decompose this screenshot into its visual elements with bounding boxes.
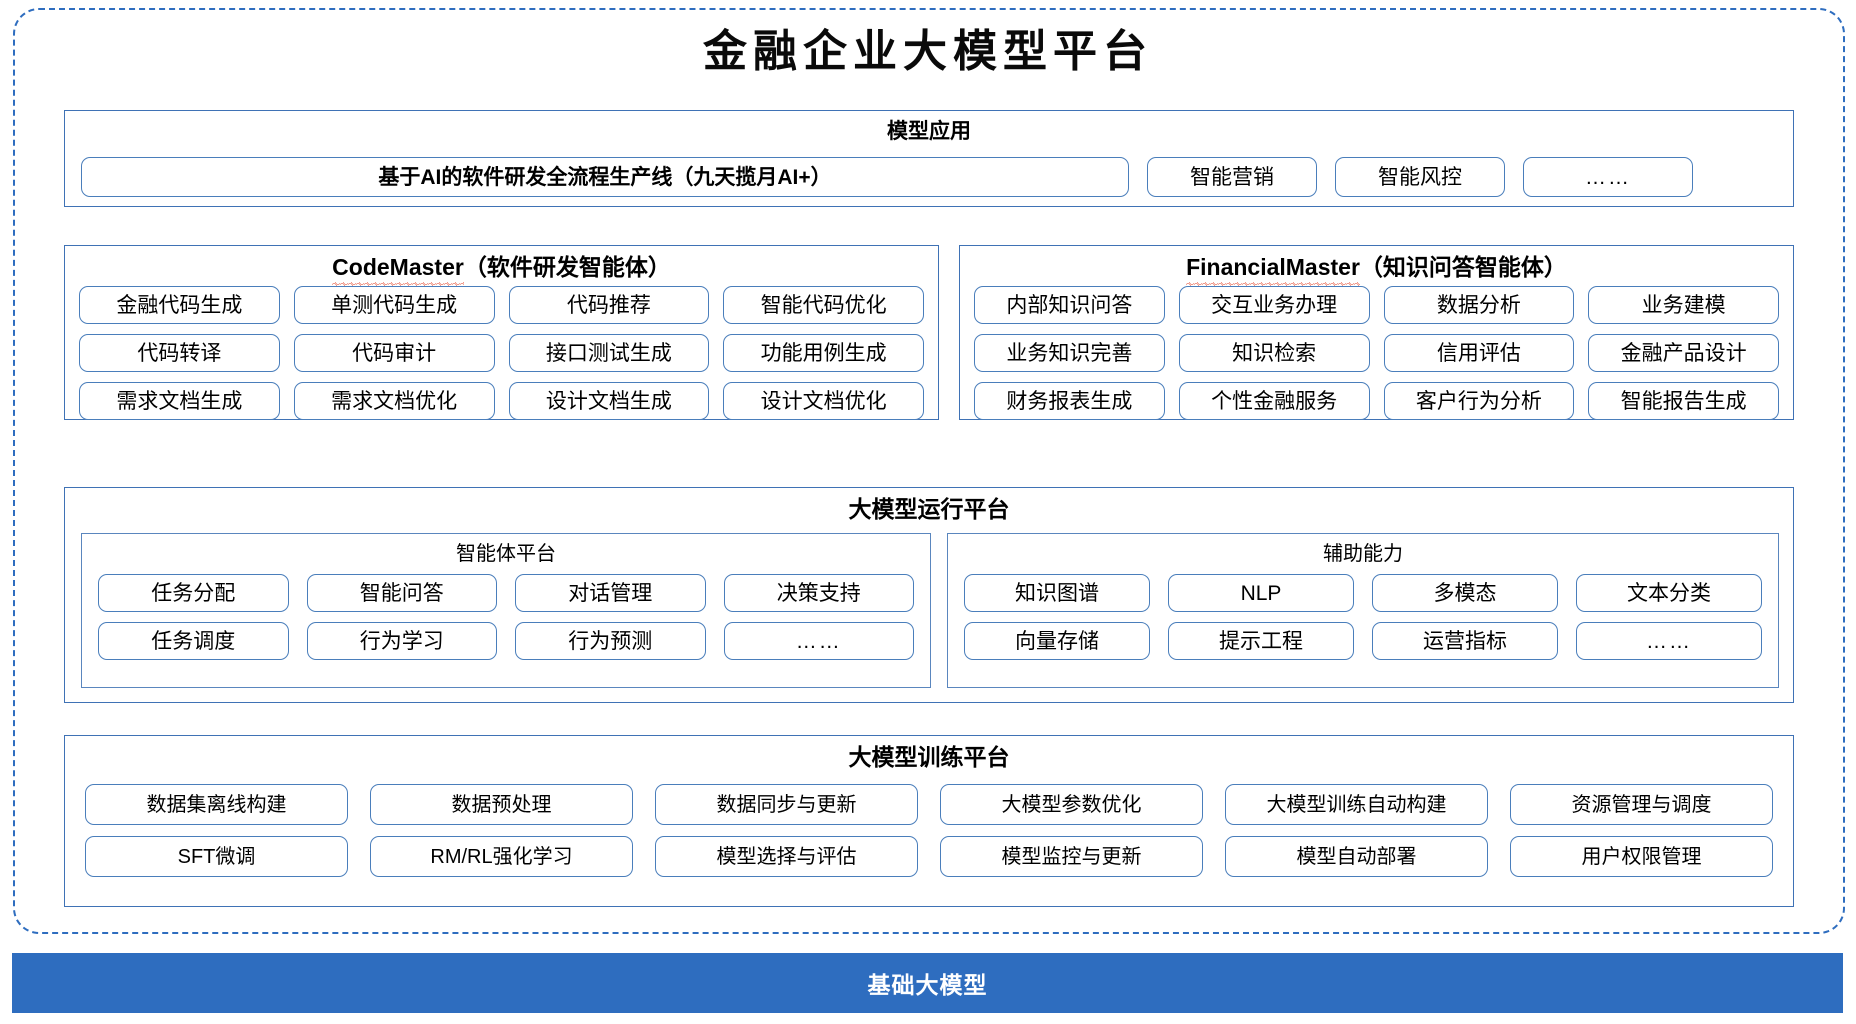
section-title-code-master: CodeMaster（软件研发智能体） (65, 254, 938, 286)
agent-item-2[interactable]: 智能问答 (306, 574, 497, 612)
section-model-application: 模型应用 基于AI的软件研发全流程生产线（九天揽月AI+） 智能营销 智能风控 … (64, 110, 1794, 207)
aux-item-3[interactable]: 多模态 (1372, 574, 1558, 612)
training-platform-items: 数据集离线构建 数据预处理 数据同步与更新 大模型参数优化 大模型训练自动构建 … (85, 784, 1773, 877)
fin-item-9[interactable]: 财务报表生成 (974, 382, 1165, 420)
financial-master-items: 内部知识问答 交互业务办理 数据分析 业务建模 业务知识完善 知识检索 信用评估… (974, 286, 1779, 420)
fin-item-1[interactable]: 内部知识问答 (974, 286, 1165, 324)
train-item-7[interactable]: SFT微调 (85, 836, 348, 877)
fin-item-3[interactable]: 数据分析 (1383, 286, 1575, 324)
app-item-smart-risk-control[interactable]: 智能风控 (1335, 157, 1505, 197)
fin-item-7[interactable]: 信用评估 (1383, 334, 1575, 372)
fin-item-5[interactable]: 业务知识完善 (974, 334, 1165, 372)
train-item-2[interactable]: 数据预处理 (370, 784, 633, 825)
financial-master-suffix: （知识问答智能体） (1359, 254, 1567, 280)
base-model-label: 基础大模型 (867, 972, 988, 998)
agent-item-4[interactable]: 决策支持 (723, 574, 914, 612)
financial-master-name: FinancialMaster (1186, 254, 1360, 286)
section-code-master: CodeMaster（软件研发智能体） 金融代码生成 单测代码生成 代码推荐 智… (64, 245, 939, 420)
section-title-runtime-platform: 大模型运行平台 (848, 496, 1010, 522)
section-title-financial-master: FinancialMaster（知识问答智能体） (960, 254, 1793, 286)
model-application-items: 基于AI的软件研发全流程生产线（九天揽月AI+） 智能营销 智能风控 …… (81, 157, 1711, 197)
fin-item-11[interactable]: 客户行为分析 (1383, 382, 1575, 420)
train-item-3[interactable]: 数据同步与更新 (655, 784, 918, 825)
subsection-agent-platform: 智能体平台 任务分配 智能问答 对话管理 决策支持 任务调度 行为学习 行为预测… (81, 533, 931, 688)
section-runtime-platform: 大模型运行平台 智能体平台 任务分配 智能问答 对话管理 决策支持 任务调度 行… (64, 487, 1794, 703)
code-master-name: CodeMaster (332, 254, 464, 286)
code-item-7[interactable]: 接口测试生成 (508, 334, 710, 372)
code-master-suffix: （软件研发智能体） (463, 254, 671, 280)
app-item-smart-marketing[interactable]: 智能营销 (1147, 157, 1317, 197)
train-item-6[interactable]: 资源管理与调度 (1510, 784, 1773, 825)
base-model-bar: 基础大模型 (12, 953, 1843, 1013)
section-training-platform: 大模型训练平台 数据集离线构建 数据预处理 数据同步与更新 大模型参数优化 大模… (64, 735, 1794, 907)
fin-item-12[interactable]: 智能报告生成 (1588, 382, 1779, 420)
section-title-model-application: 模型应用 (887, 120, 971, 143)
aux-item-2[interactable]: NLP (1168, 574, 1354, 612)
aux-item-7[interactable]: 运营指标 (1372, 622, 1558, 660)
code-master-items: 金融代码生成 单测代码生成 代码推荐 智能代码优化 代码转译 代码审计 接口测试… (79, 286, 924, 420)
aux-item-5[interactable]: 向量存储 (964, 622, 1150, 660)
code-item-12[interactable]: 设计文档优化 (723, 382, 924, 420)
agent-platform-items: 任务分配 智能问答 对话管理 决策支持 任务调度 行为学习 行为预测 …… (98, 574, 914, 660)
diagram-outer-frame (13, 8, 1845, 934)
train-item-11[interactable]: 模型自动部署 (1225, 836, 1488, 877)
train-item-4[interactable]: 大模型参数优化 (940, 784, 1203, 825)
section-financial-master: FinancialMaster（知识问答智能体） 内部知识问答 交互业务办理 数… (959, 245, 1794, 420)
aux-item-more[interactable]: …… (1576, 622, 1762, 660)
code-item-6[interactable]: 代码审计 (293, 334, 495, 372)
train-item-1[interactable]: 数据集离线构建 (85, 784, 348, 825)
fin-item-10[interactable]: 个性金融服务 (1178, 382, 1370, 420)
code-item-4[interactable]: 智能代码优化 (723, 286, 924, 324)
subsection-title-aux-ability: 辅助能力 (1323, 543, 1403, 565)
code-item-8[interactable]: 功能用例生成 (723, 334, 924, 372)
train-item-8[interactable]: RM/RL强化学习 (370, 836, 633, 877)
train-item-12[interactable]: 用户权限管理 (1510, 836, 1773, 877)
agent-item-more[interactable]: …… (723, 622, 914, 660)
aux-item-4[interactable]: 文本分类 (1576, 574, 1762, 612)
agent-item-3[interactable]: 对话管理 (515, 574, 706, 612)
aux-ability-items: 知识图谱 NLP 多模态 文本分类 向量存储 提示工程 运营指标 …… (964, 574, 1762, 660)
aux-item-6[interactable]: 提示工程 (1168, 622, 1354, 660)
fin-item-6[interactable]: 知识检索 (1178, 334, 1370, 372)
code-item-5[interactable]: 代码转译 (79, 334, 280, 372)
train-item-10[interactable]: 模型监控与更新 (940, 836, 1203, 877)
agent-item-6[interactable]: 行为学习 (306, 622, 497, 660)
fin-item-8[interactable]: 金融产品设计 (1588, 334, 1779, 372)
code-item-2[interactable]: 单测代码生成 (293, 286, 495, 324)
subsection-aux-ability: 辅助能力 知识图谱 NLP 多模态 文本分类 向量存储 提示工程 运营指标 …… (947, 533, 1779, 688)
page-title: 金融企业大模型平台 (703, 27, 1153, 76)
fin-item-4[interactable]: 业务建模 (1588, 286, 1779, 324)
code-item-3[interactable]: 代码推荐 (508, 286, 710, 324)
fin-item-2[interactable]: 交互业务办理 (1178, 286, 1370, 324)
train-item-9[interactable]: 模型选择与评估 (655, 836, 918, 877)
agent-item-1[interactable]: 任务分配 (98, 574, 289, 612)
subsection-title-agent-platform: 智能体平台 (456, 543, 556, 565)
section-title-training-platform: 大模型训练平台 (848, 744, 1010, 770)
aux-item-1[interactable]: 知识图谱 (964, 574, 1150, 612)
code-item-11[interactable]: 设计文档生成 (508, 382, 710, 420)
agent-item-7[interactable]: 行为预测 (515, 622, 706, 660)
app-item-ai-pipeline[interactable]: 基于AI的软件研发全流程生产线（九天揽月AI+） (81, 157, 1129, 197)
train-item-5[interactable]: 大模型训练自动构建 (1225, 784, 1488, 825)
code-item-10[interactable]: 需求文档优化 (293, 382, 495, 420)
code-item-9[interactable]: 需求文档生成 (79, 382, 280, 420)
code-item-1[interactable]: 金融代码生成 (79, 286, 280, 324)
agent-item-5[interactable]: 任务调度 (98, 622, 289, 660)
app-item-more[interactable]: …… (1523, 157, 1693, 197)
